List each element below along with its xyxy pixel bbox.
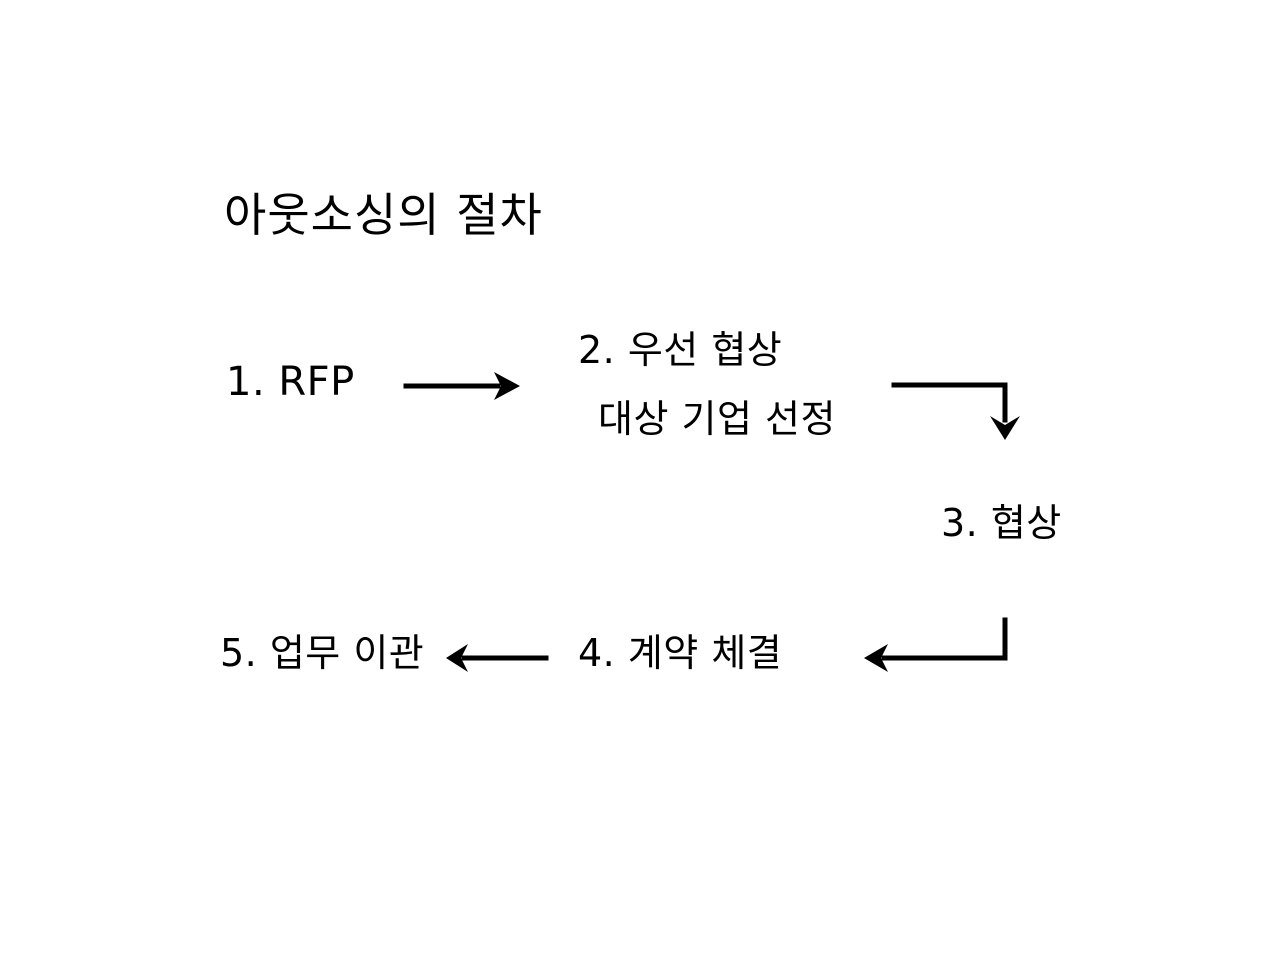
flow-step-3-negotiation: 3. 협상 [941, 501, 1062, 545]
page-title: 아웃소싱의 절차 [224, 188, 543, 242]
flow-step-4-contract: 4. 계약 체결 [578, 631, 783, 675]
flow-step-2-priority-negotiation-line2: 대상 기업 선정 [598, 397, 836, 441]
arrow-step1-to-step2 [403, 372, 520, 400]
arrow-step4-to-step5 [446, 644, 549, 672]
arrow-step2-to-step3 [891, 382, 1020, 440]
flow-step-5-work-transfer: 5. 업무 이관 [220, 631, 425, 675]
flow-step-1-rfp: 1. RFP [226, 359, 355, 405]
arrow-step3-to-step4 [864, 617, 1008, 672]
flow-step-2-priority-negotiation-line1: 2. 우선 협상 [578, 328, 783, 372]
